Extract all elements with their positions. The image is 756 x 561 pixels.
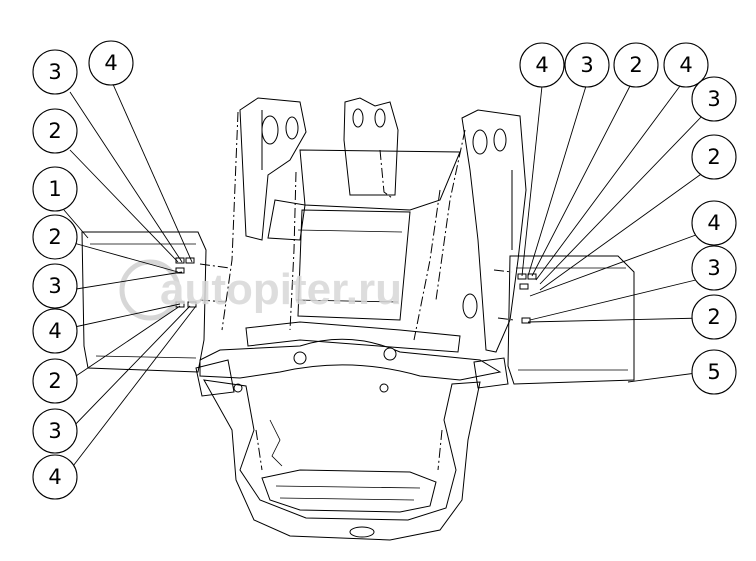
watermark-text: autopiter.ru [160,265,402,314]
callout-balloons-left: 3 4 2 1 2 3 4 2 [32,40,134,500]
callout-number: 4 [535,53,548,77]
watermark: autopiter.ru [119,259,402,321]
callout-balloon: 2 [32,108,78,154]
callout-balloon: 2 [691,294,737,340]
callout-number: 4 [707,211,720,235]
front-frame-drawing [195,97,527,541]
callout-number: 3 [707,256,720,280]
left-side-plate [81,231,231,373]
callout-balloon: 3 [32,49,78,95]
callout-number: 2 [48,225,61,249]
callout-number: 5 [707,360,720,384]
callout-number: 3 [48,274,61,298]
callout-balloon: 2 [32,214,78,260]
callout-number: 1 [48,177,61,201]
callout-number: 4 [679,53,692,77]
callout-balloon: 2 [32,358,78,404]
callout-balloon: 3 [564,42,610,88]
callout-number: 2 [48,119,61,143]
callout-balloon: 5 [691,349,737,395]
callout-balloon: 4 [691,200,737,246]
callout-number: 4 [104,51,117,75]
callout-balloon: 2 [691,134,737,180]
callout-number: 2 [629,53,642,77]
callout-balloons-right: 4 3 2 4 3 2 4 3 [519,42,737,395]
callout-balloon: 4 [32,308,78,354]
callout-balloon: 4 [32,454,78,500]
callout-number: 3 [580,53,593,77]
callout-number: 2 [707,145,720,169]
callout-balloon: 1 [32,166,78,212]
callout-balloon: 3 [691,76,737,122]
callout-balloon: 3 [32,263,78,309]
callout-number: 3 [48,419,61,443]
callout-number: 4 [48,465,61,489]
leader-lines [63,81,705,471]
callout-number: 2 [48,369,61,393]
callout-balloon: 4 [88,40,134,86]
callout-balloon: 4 [663,42,709,88]
callout-balloon: 2 [613,42,659,88]
callout-number: 3 [707,87,720,111]
callout-number: 4 [48,319,61,343]
callout-number: 2 [707,305,720,329]
callout-balloon: 4 [519,42,565,88]
callout-balloon: 3 [691,245,737,291]
callout-number: 3 [48,60,61,84]
callout-balloon: 3 [32,408,78,454]
